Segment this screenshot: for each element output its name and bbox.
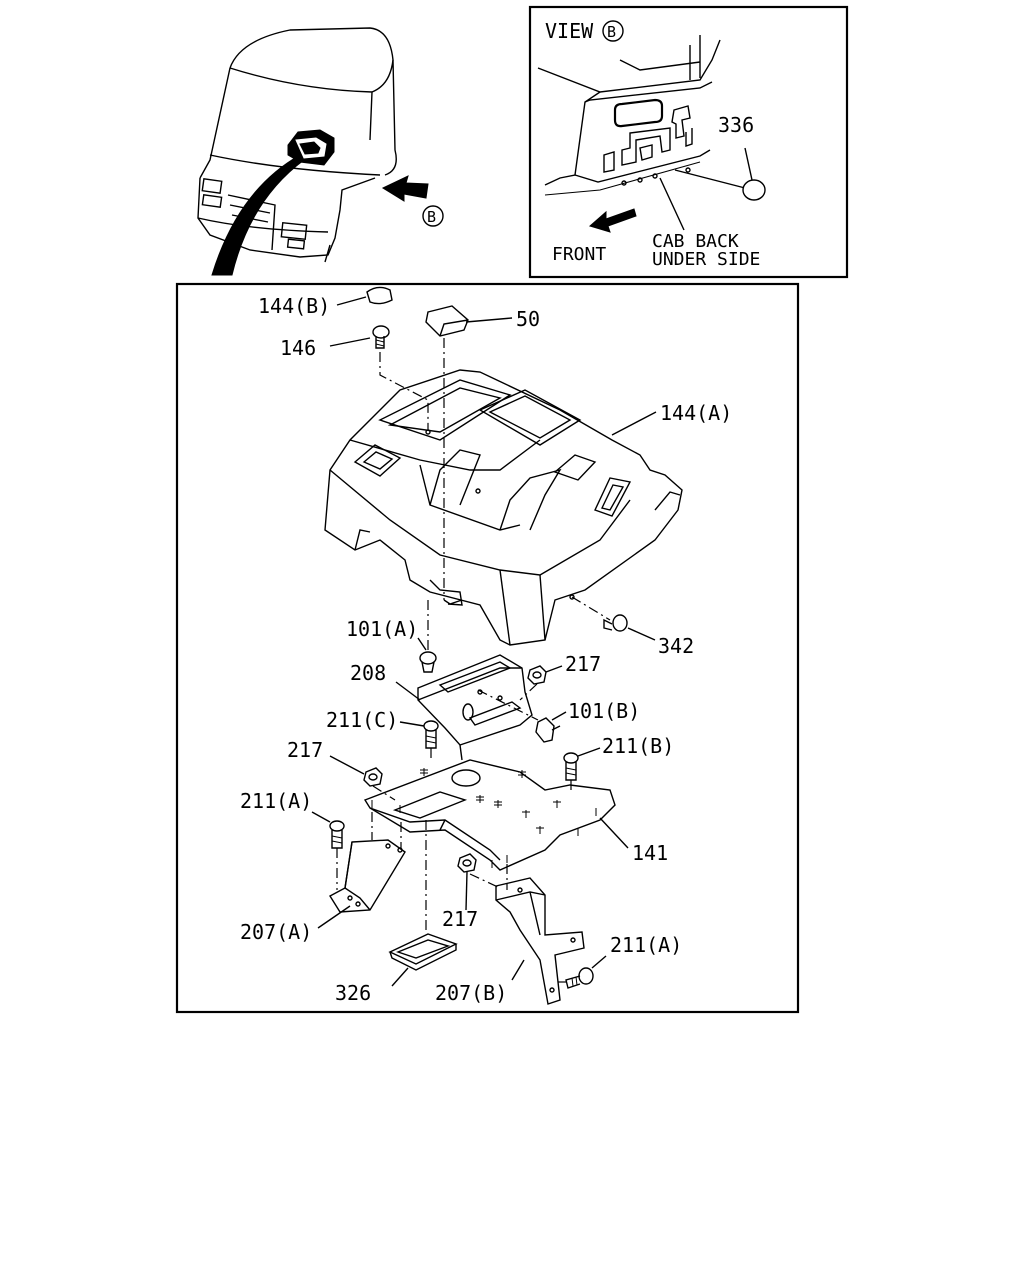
inset-cab-back-line2: UNDER SIDE	[652, 249, 760, 270]
bolt-211c-icon	[423, 720, 439, 749]
label-217-bottom: 217	[442, 907, 478, 931]
label-211b: 211(B)	[602, 734, 674, 758]
cap-336-icon	[742, 179, 766, 201]
label-146: 146	[280, 336, 316, 360]
screw-146-icon	[372, 325, 390, 349]
label-144b: 144(B)	[258, 294, 330, 318]
inset-view-circle	[602, 20, 624, 42]
bolt-211a-left-icon	[329, 820, 345, 849]
nut-217-left-icon	[363, 767, 383, 787]
clip-101a-icon	[419, 651, 437, 673]
bracket-207b	[495, 877, 585, 1005]
cab-arrow-mark: B	[427, 208, 436, 226]
label-211a-left: 211(A)	[240, 789, 312, 813]
label-211a-right: 211(A)	[610, 933, 682, 957]
clip-101b-icon	[535, 717, 561, 743]
label-101b: 101(B)	[568, 699, 640, 723]
inset-frame	[528, 5, 849, 279]
inset-view-b: VIEW B	[528, 5, 849, 279]
inset-view-mark: B	[607, 23, 616, 41]
bolt-211a-right-icon	[565, 967, 594, 989]
inset-label-336: 336	[718, 113, 754, 137]
label-217-top: 217	[565, 652, 601, 676]
label-144a: 144(A)	[660, 401, 732, 425]
label-101a: 101(A)	[346, 617, 418, 641]
locator-pointer	[211, 154, 305, 276]
front-arrow-icon	[588, 208, 637, 233]
main-diagram-frame	[175, 282, 800, 1014]
label-211c: 211(C)	[326, 708, 398, 732]
label-326: 326	[335, 981, 371, 1005]
view-b-arrow-icon	[381, 175, 429, 202]
inset-front-label: FRONT	[552, 244, 606, 265]
plate-141	[363, 759, 616, 871]
nut-217-top-icon	[527, 665, 547, 685]
bracket-207a	[329, 839, 406, 913]
inset-view-label: VIEW	[545, 19, 594, 43]
lid-50-icon	[425, 305, 469, 337]
screw-342-icon	[603, 614, 628, 632]
label-141: 141	[632, 841, 668, 865]
cab-back-underside-sketch	[537, 35, 766, 233]
bracket-208	[417, 654, 533, 761]
inset-cab-back-line1: CAB BACK	[652, 231, 739, 252]
label-50: 50	[516, 307, 540, 331]
label-342: 342	[658, 634, 694, 658]
nut-217-bottom-icon	[457, 853, 477, 873]
label-207b: 207(B)	[435, 981, 507, 1005]
bolt-211b-icon	[563, 752, 579, 781]
cab-locator-sketch: B	[197, 27, 444, 276]
label-208: 208	[350, 661, 386, 685]
label-217-left: 217	[287, 738, 323, 762]
console-cover-144a	[324, 369, 683, 646]
console-location-icon	[287, 129, 335, 166]
cap-144b-icon	[366, 286, 393, 305]
seal-326-icon	[388, 933, 458, 971]
label-207a: 207(A)	[240, 920, 312, 944]
